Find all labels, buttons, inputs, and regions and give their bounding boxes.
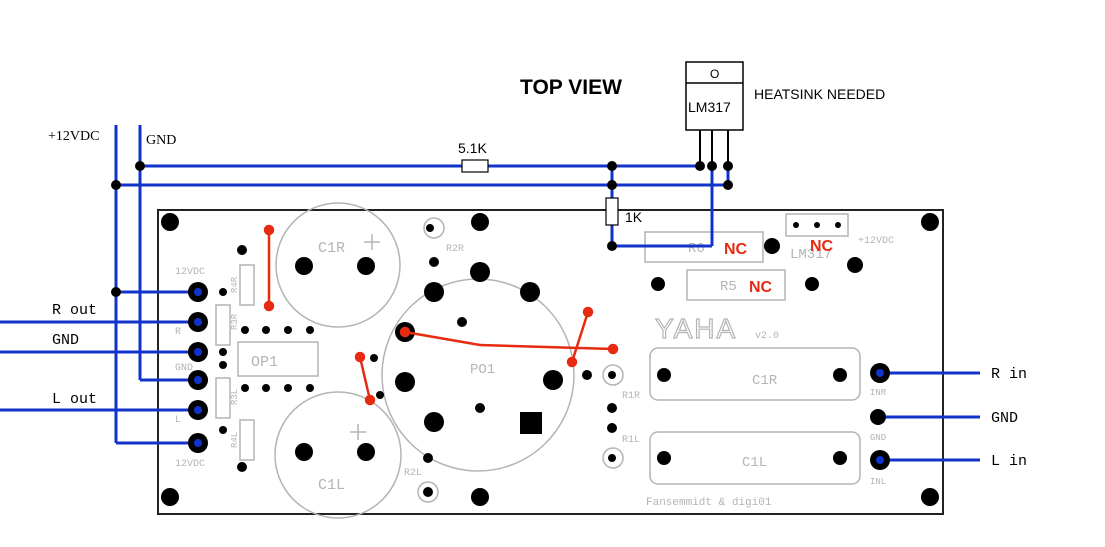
- label-l-out: L out: [52, 391, 97, 408]
- pad-label-inl: INL: [870, 477, 886, 487]
- pad-label-l: L: [175, 415, 181, 426]
- label-op1: OP1: [251, 354, 278, 371]
- label-1k: 1K: [625, 209, 643, 225]
- label-r4l: R4L: [230, 432, 240, 448]
- label-c1l: C1L: [318, 477, 345, 494]
- label-gnd-right: GND: [991, 410, 1018, 427]
- label-supply-plus: +12VDC: [48, 129, 99, 144]
- label-cap-c1l: C1L: [742, 455, 767, 471]
- label-r2r: R2R: [446, 244, 464, 255]
- pcb-outline: [157, 209, 944, 515]
- resistor-5k1: [461, 159, 489, 173]
- pcb-brand: YAHA: [655, 313, 737, 344]
- heatsink-note: HEATSINK NEEDED: [754, 86, 885, 102]
- label-r6: R6: [688, 241, 705, 257]
- label-5k1: 5.1K: [458, 140, 487, 156]
- cap-c1l-outline: [274, 391, 402, 519]
- lm317-body: [685, 61, 744, 131]
- label-r5: R5: [720, 279, 737, 295]
- resistor-1k: [605, 197, 619, 226]
- label-supply-gnd: GND: [146, 133, 176, 148]
- resistor-r5-outline: [686, 269, 786, 301]
- label-gnd-left: GND: [52, 332, 79, 349]
- lm317-footprint: [785, 213, 849, 237]
- lm317-legs: [699, 130, 729, 166]
- cap-c1l-film-outline: [649, 431, 861, 485]
- label-r3l: R3L: [230, 389, 240, 405]
- label-cap-c1r: C1R: [752, 373, 778, 389]
- nc-label-lm317: NC: [810, 238, 834, 255]
- label-r3r: R3R: [230, 313, 240, 330]
- io-pads: [188, 282, 890, 470]
- label-r-in: R in: [991, 366, 1027, 383]
- pcb-credits: Fansemmidt & digi01: [646, 497, 772, 509]
- opamp-op1-outline: [237, 341, 319, 377]
- label-lm317-silk: LM317: [790, 247, 832, 263]
- page-title: TOP VIEW: [520, 76, 622, 99]
- lm317-label: LM317: [688, 99, 731, 115]
- resistor-r3r-outline: [215, 304, 231, 346]
- pad-label-12v-right: +12VDC: [858, 236, 894, 247]
- label-r-out: R out: [52, 302, 97, 319]
- resistor-r4r-outline: [239, 264, 255, 306]
- wires: [0, 125, 980, 462]
- resistor-r3l-outline: [215, 377, 231, 419]
- cap-c1r-film-outline: [649, 347, 861, 401]
- jumpers: [263, 224, 619, 406]
- pads: [161, 213, 939, 506]
- silk-plus-marks: [350, 234, 380, 440]
- label-c1r: C1R: [318, 240, 345, 257]
- pad-label-12v-top: 12VDC: [175, 267, 205, 278]
- label-r4r: R4R: [230, 276, 240, 293]
- label-l-in: L in: [991, 453, 1027, 470]
- pad-label-gnd: GND: [175, 363, 193, 374]
- pad-label-12v-bot: 12VDC: [175, 459, 205, 470]
- lm317-tab-hole: O: [710, 67, 719, 81]
- nc-label-r5: NC: [749, 279, 773, 296]
- junctions: [111, 161, 733, 297]
- pad-label-r: R: [175, 327, 181, 338]
- silkscreen: [215, 202, 861, 519]
- pcb-version: v2.0: [755, 331, 779, 342]
- pad-label-inr: INR: [870, 388, 887, 398]
- label-r1l: R1L: [622, 435, 640, 446]
- nc-label-r6: NC: [724, 241, 748, 258]
- label-r1r: R1R: [622, 391, 640, 402]
- label-po1: PO1: [470, 362, 495, 378]
- cap-c1r-outline: [275, 202, 401, 328]
- resistor-r4l-outline: [239, 419, 255, 461]
- label-r2l: R2L: [404, 468, 422, 479]
- pad-label-gnd-right: GND: [870, 433, 886, 443]
